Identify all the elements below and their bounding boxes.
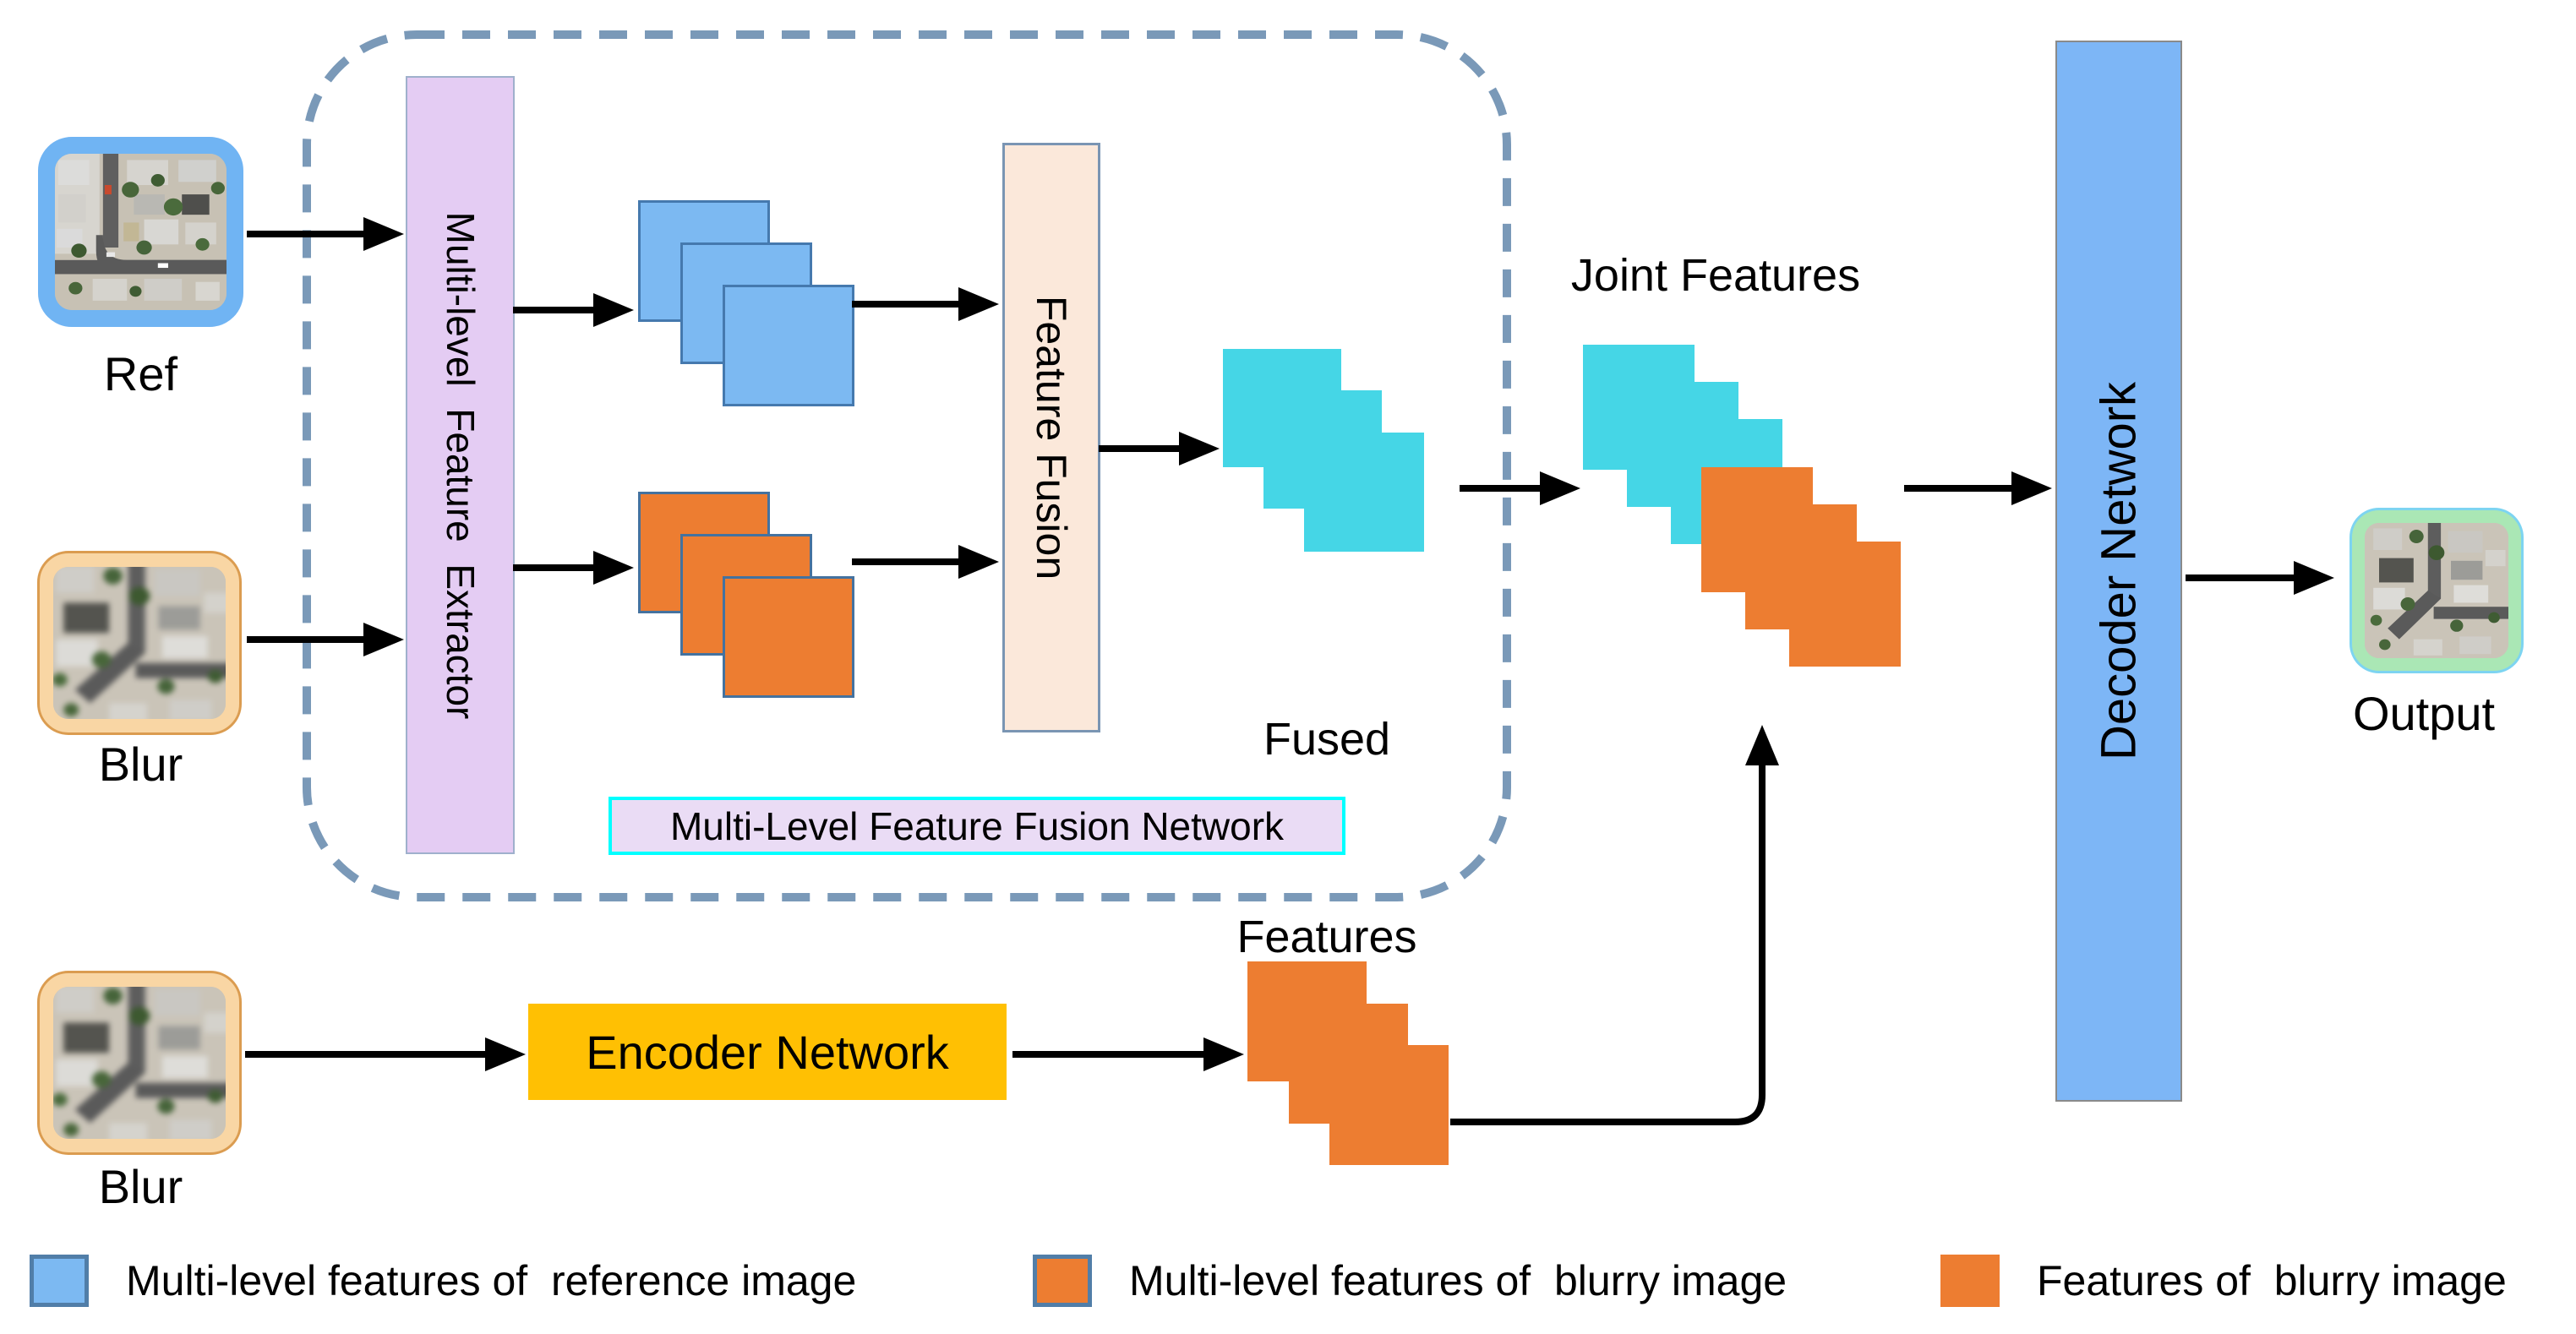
blur-image-bottom-label: Blur xyxy=(98,1160,183,1213)
legend-swatch-ref-features xyxy=(30,1255,89,1307)
legend-item: Features of blurry image xyxy=(1940,1255,2507,1307)
fused-features-label: Fused Features xyxy=(1236,714,1417,962)
feature-map xyxy=(1304,433,1424,552)
extractor-label: Multi-level Feature Extractor xyxy=(438,211,483,719)
feature-map xyxy=(723,285,854,406)
legend-item: Multi-level features of reference image xyxy=(30,1255,856,1307)
ref-image xyxy=(38,137,243,327)
legend-label: Multi-level features of blurry image xyxy=(1129,1257,1787,1304)
blur-image-top-label: Blur xyxy=(98,738,183,791)
multi-level-feature-extractor-box: Multi-level Feature Extractor xyxy=(406,76,515,854)
fusion-label: Feature Fusion xyxy=(1028,295,1075,580)
feature-map xyxy=(1329,1045,1449,1165)
mlffn-caption: Multi-Level Feature Fusion Network xyxy=(609,797,1345,855)
output-image xyxy=(2352,510,2521,671)
legend-label: Features of blurry image xyxy=(2037,1257,2507,1304)
legend-swatch-blur-features xyxy=(1033,1255,1092,1307)
decoder-label: Decoder Network xyxy=(2091,381,2147,761)
output-image-label: Output xyxy=(2352,687,2496,740)
feature-map xyxy=(1789,542,1901,667)
ref-image-label: Ref xyxy=(103,347,178,400)
legend-label: Multi-level features of reference image xyxy=(126,1257,857,1304)
encoder-label: Encoder Network xyxy=(586,1025,949,1079)
feature-fusion-box: Feature Fusion xyxy=(1002,143,1100,732)
decoder-network-box: Decoder Network xyxy=(2055,41,2182,1102)
feature-map xyxy=(723,576,854,698)
legend-item: Multi-level features of blurry image xyxy=(1033,1255,1787,1307)
blur-image-top xyxy=(40,553,239,732)
joint-features-label: Joint Features xyxy=(1570,250,1861,301)
encoder-network-box: Encoder Network xyxy=(528,1004,1007,1100)
legend-swatch-encoder-features xyxy=(1940,1255,2000,1307)
blur-image-bottom xyxy=(40,973,239,1152)
